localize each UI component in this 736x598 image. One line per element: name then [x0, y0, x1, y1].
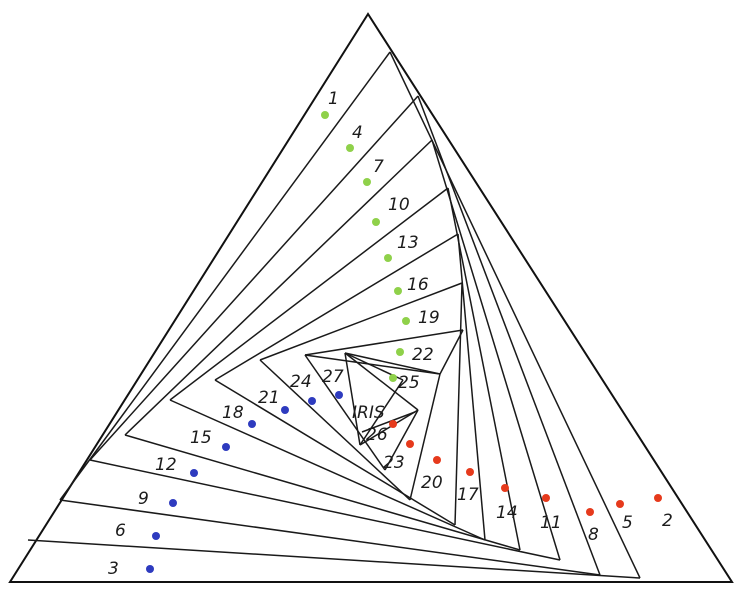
piece-label-15: 15 [190, 428, 212, 448]
piece-dot-16 [394, 287, 402, 295]
piece-dots [146, 111, 662, 573]
piece-label-27: 27 [322, 367, 344, 387]
piece-label-20: 20 [421, 473, 443, 493]
outer-triangle [8, 12, 734, 583]
piece-dot-26 [389, 420, 397, 428]
top-strip-lines [59, 51, 464, 501]
piece-label-13: 13 [397, 233, 419, 253]
piece-label-9: 9 [138, 489, 149, 509]
piece-label-5: 5 [622, 513, 633, 533]
center-label: IRIS [352, 403, 385, 423]
piece-dot-9 [169, 499, 177, 507]
piece-label-7: 7 [373, 157, 384, 177]
piece-dot-22 [396, 348, 404, 356]
piece-label-4: 4 [352, 123, 363, 143]
piece-label-11: 11 [540, 513, 562, 533]
piece-dot-2 [654, 494, 662, 502]
piece-dot-3 [146, 565, 154, 573]
piece-dot-23 [406, 440, 414, 448]
piece-label-22: 22 [412, 345, 434, 365]
piece-label-24: 24 [290, 372, 312, 392]
piece-dot-7 [363, 178, 371, 186]
piece-label-2: 2 [662, 511, 673, 531]
piece-label-8: 8 [588, 525, 599, 545]
piece-dot-20 [433, 456, 441, 464]
piece-label-10: 10 [388, 195, 410, 215]
piece-dot-10 [372, 218, 380, 226]
piece-label-23: 23 [383, 453, 405, 473]
piece-label-26: 26 [366, 425, 388, 445]
piece-dot-24 [308, 397, 316, 405]
piece-dot-25 [389, 374, 397, 382]
piece-label-17: 17 [457, 485, 479, 505]
piece-dot-21 [281, 406, 289, 414]
piece-label-12: 12 [155, 455, 177, 475]
piece-dot-17 [466, 468, 474, 476]
piece-dot-1 [321, 111, 329, 119]
piece-dot-8 [586, 508, 594, 516]
piece-label-6: 6 [115, 521, 126, 541]
piece-dot-15 [222, 443, 230, 451]
piece-label-1: 1 [328, 89, 339, 109]
piece-dot-5 [616, 500, 624, 508]
piece-dot-6 [152, 532, 160, 540]
center-lines [304, 352, 441, 446]
piece-label-25: 25 [398, 373, 420, 393]
right-strip-lines [359, 51, 641, 579]
piece-label-18: 18 [222, 403, 244, 423]
piece-label-14: 14 [496, 503, 518, 523]
left-strip-lines [27, 352, 641, 579]
piece-dot-13 [384, 254, 392, 262]
piece-label-16: 16 [407, 275, 429, 295]
piece-label-3: 3 [108, 559, 119, 579]
piece-dot-18 [248, 420, 256, 428]
piece-dot-12 [190, 469, 198, 477]
piece-label-21: 21 [258, 388, 280, 408]
piece-dot-27 [335, 391, 343, 399]
piece-dot-14 [501, 484, 509, 492]
piece-label-19: 19 [418, 308, 440, 328]
piece-dot-11 [542, 494, 550, 502]
piece-dot-4 [346, 144, 354, 152]
piece-dot-19 [402, 317, 410, 325]
